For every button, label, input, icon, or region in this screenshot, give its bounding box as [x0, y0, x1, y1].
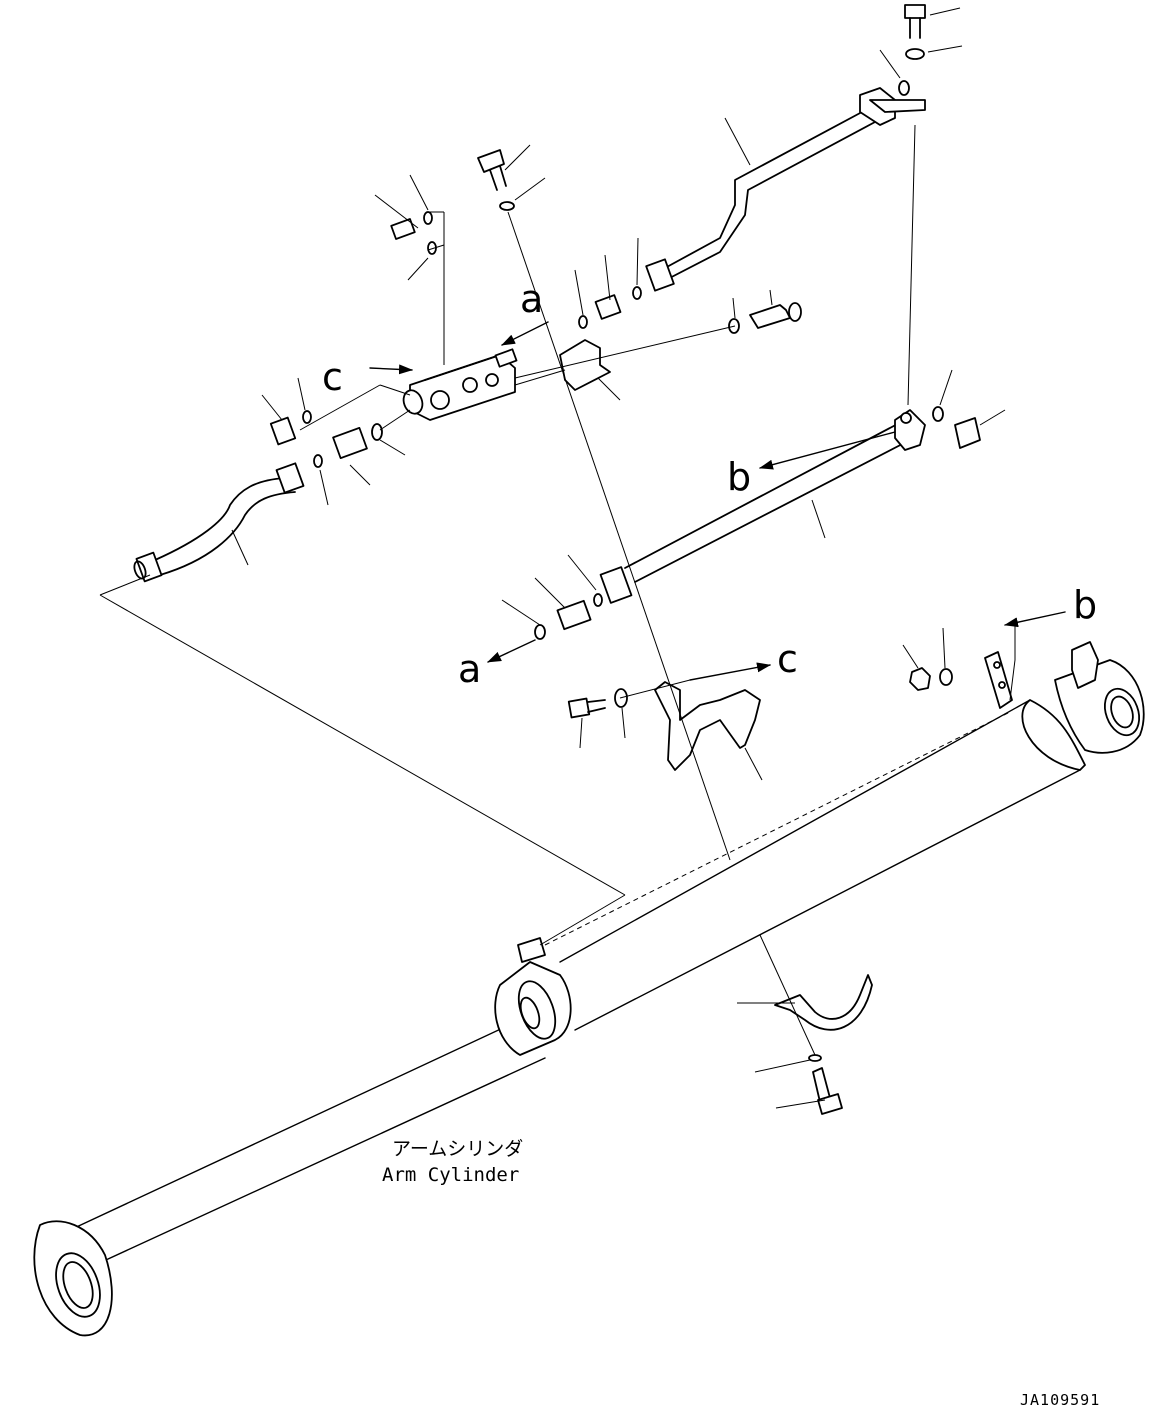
ref-label-b-right: b	[1073, 583, 1097, 627]
valve-block	[402, 348, 518, 421]
caption-japanese: アームシリンダ	[392, 1138, 523, 1160]
ref-label-b-middle: b	[727, 455, 751, 499]
ref-label-c-bottom: c	[777, 637, 798, 681]
arm-cylinder	[33, 641, 1145, 1337]
lower-steel-pipe	[624, 409, 926, 583]
reference-arrows	[369, 321, 1066, 681]
upper-steel-pipe	[659, 87, 926, 284]
flexible-hose	[133, 462, 305, 583]
drawing-code: JA109591	[1020, 1391, 1100, 1409]
leader-lines	[99, 7, 1016, 1109]
ref-label-c-left: c	[322, 355, 343, 399]
ref-label-a-bottom: a	[458, 647, 481, 691]
ref-label-a-top: a	[520, 277, 543, 321]
fittings	[269, 4, 1013, 1115]
caption-english: Arm Cylinder	[382, 1164, 519, 1186]
